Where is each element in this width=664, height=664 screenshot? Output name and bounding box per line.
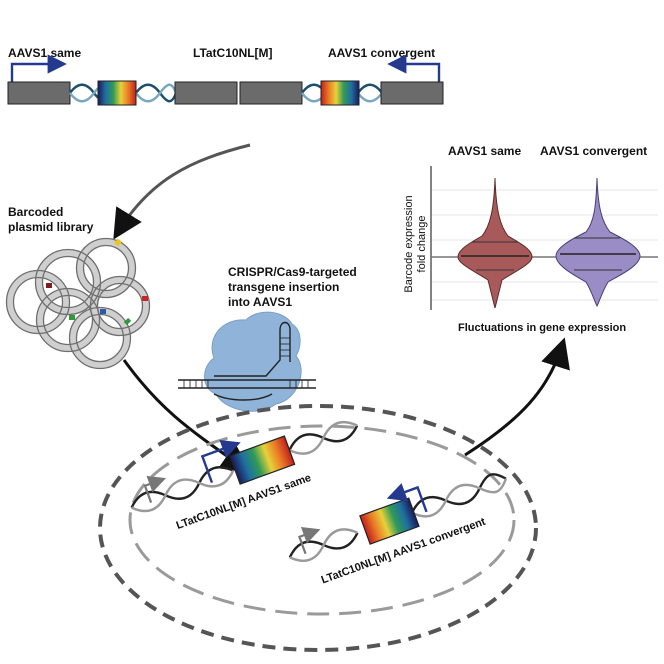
integrated-insert-same: LTatC10NL[M] AAVS1 same bbox=[130, 421, 359, 532]
genomic-block-left bbox=[7, 81, 71, 105]
label-crispr-line3: into AAVS1 bbox=[228, 295, 292, 309]
label-aavs1-same: AAVS1 same bbox=[8, 46, 81, 60]
label-library-line2: plasmid library bbox=[8, 220, 94, 234]
measurement-arrow bbox=[464, 337, 570, 457]
genomic-block-right bbox=[174, 81, 238, 105]
cas9-complex-icon bbox=[178, 311, 316, 412]
cell-membrane bbox=[98, 404, 538, 652]
integrated-insert-convergent: LTatC10NL[M] AAVS1 convergent bbox=[288, 473, 508, 586]
violin-gridlines bbox=[431, 189, 658, 301]
cloning-arrow bbox=[113, 143, 251, 240]
violin-ylabel-line2: fold change bbox=[416, 216, 428, 273]
nucleus-membrane bbox=[128, 424, 516, 616]
construct-convergent: AAVS1 convergent bbox=[239, 46, 444, 106]
label-library-line1: Barcoded bbox=[8, 205, 63, 219]
construct-same: AAVS1 same bbox=[7, 46, 238, 106]
promoter-arrow-icon bbox=[387, 54, 441, 82]
barcode-reporter-block bbox=[97, 80, 137, 106]
violin-ylabel-line1: Barcode expression bbox=[403, 195, 415, 292]
violin-group-same-label: AAVS1 same bbox=[448, 144, 521, 158]
label-aavs1-convergent: AAVS1 convergent bbox=[328, 46, 435, 60]
label-crispr-line2: transgene insertion bbox=[228, 280, 339, 294]
barcode-reporter-block bbox=[320, 80, 360, 106]
plasmid-library-icon bbox=[5, 237, 151, 370]
violin-convergent bbox=[555, 177, 641, 308]
genomic-block-right bbox=[380, 81, 444, 105]
violin-group-convergent-label: AAVS1 convergent bbox=[540, 144, 647, 158]
violin-caption: Fluctuations in gene expression bbox=[458, 322, 626, 334]
violin-plot: AAVS1 same AAVS1 convergent Barcode expr… bbox=[403, 144, 658, 334]
label-crispr-line1: CRISPR/Cas9-targeted bbox=[228, 265, 357, 279]
promoter-arrow-icon bbox=[10, 54, 67, 82]
violin-same bbox=[457, 177, 533, 309]
label-construct-name: LTatC10NL[M] bbox=[193, 46, 273, 60]
genomic-block-left bbox=[239, 81, 303, 105]
